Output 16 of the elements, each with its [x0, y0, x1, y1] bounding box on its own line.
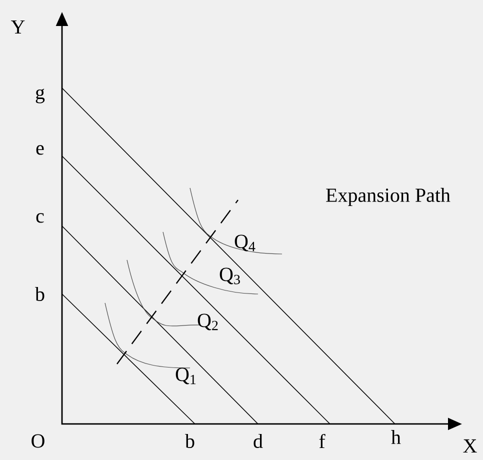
tick-label: f: [319, 434, 326, 448]
curve-label: Q$_{1}$: [176, 368, 196, 384]
tick-label: g: [36, 88, 45, 104]
tick-label: e: [36, 145, 44, 155]
path-label: Expansion Path: [326, 188, 450, 206]
axis-label: X: [463, 439, 477, 453]
axis-label: Y: [11, 20, 25, 34]
tick-label: b: [185, 434, 194, 448]
tick-label: h: [391, 430, 401, 444]
tick-label: c: [36, 213, 44, 223]
curve-label: Q$_{2}$: [198, 314, 218, 330]
curve-label: Q$_{4}$: [234, 234, 256, 252]
origin-label: O: [32, 434, 44, 448]
tick-label: d: [254, 434, 263, 448]
curve-label: Q$_{3}$: [220, 268, 240, 284]
tick-label: b: [35, 286, 44, 302]
